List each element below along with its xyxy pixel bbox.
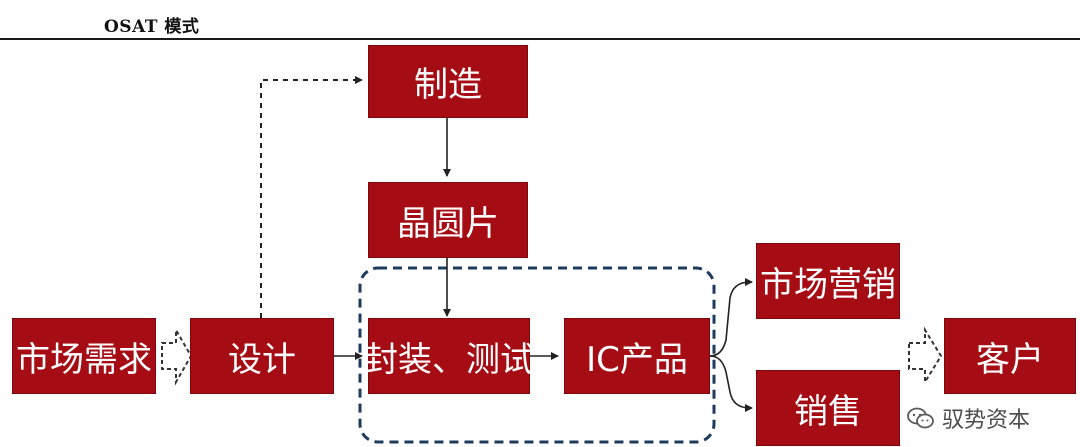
node-market-demand: 市场需求 [12, 318, 156, 394]
node-packaging-testing: 封装、测试 [364, 318, 534, 394]
node-design: 设计 [190, 318, 334, 394]
arrow-ic-product-to-market-marketing [709, 278, 753, 357]
node-market-marketing: 市场营销 [756, 243, 900, 319]
node-customer: 客户 [944, 318, 1076, 394]
caption-divider [0, 38, 1080, 40]
node-manufacturing: 制造 [368, 45, 528, 118]
figure-caption: OSAT 模式 [104, 17, 200, 37]
watermark-text: 驭势资本 [942, 408, 1031, 433]
node-wafer: 晶圆片 [368, 182, 528, 258]
arrow-design-to-manufacturing [260, 76, 363, 318]
arrow-ic-product-to-sales [709, 355, 753, 412]
osat-scope-dashed-boundary [358, 266, 716, 444]
wechat-icon [906, 405, 936, 431]
hollow-dotted-arrow-icon [161, 326, 193, 386]
node-ic-product: IC产品 [564, 318, 710, 394]
node-sales: 销售 [756, 370, 900, 446]
source-watermark: 驭势资本 [902, 398, 1039, 438]
hollow-dotted-arrow-icon [908, 326, 943, 386]
